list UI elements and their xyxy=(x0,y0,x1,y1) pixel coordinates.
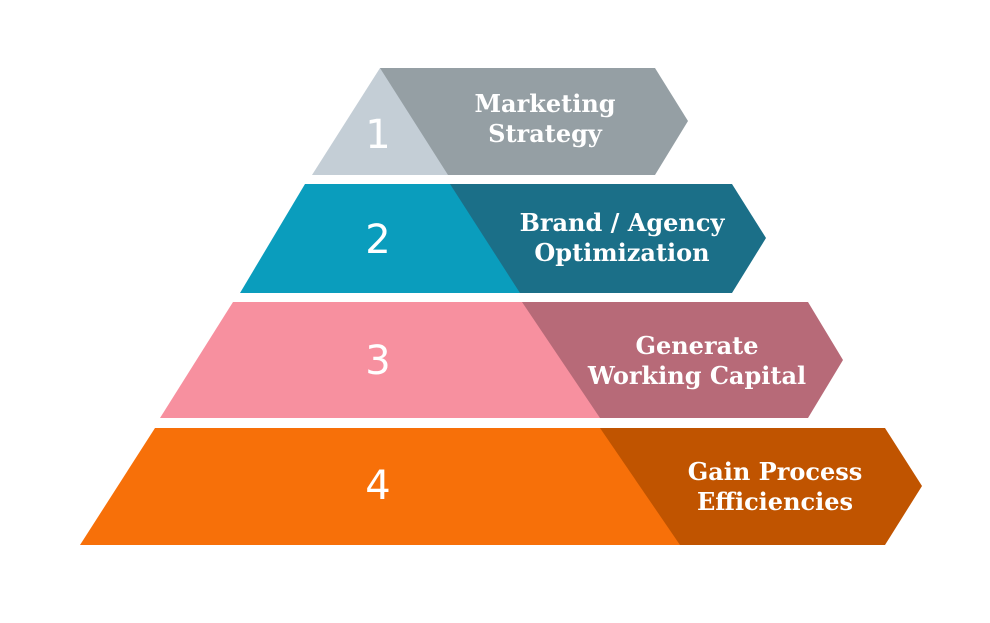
pyramid-level-4: 4 Gain Process Efficiencies xyxy=(80,428,922,545)
level-2-number: 2 xyxy=(365,217,390,263)
level-4-number: 4 xyxy=(365,463,390,509)
level-1-number: 1 xyxy=(365,112,390,158)
level-3-number: 3 xyxy=(365,338,390,384)
level-4-label-line-1: Gain Process xyxy=(688,457,863,486)
level-4-left-segment xyxy=(80,428,680,545)
level-2-right-arrow xyxy=(450,184,766,293)
pyramid-level-2: 2 Brand / Agency Optimization xyxy=(240,184,766,293)
level-3-label-line-1: Generate xyxy=(635,331,758,360)
level-3-label-line-2: Working Capital xyxy=(587,361,806,390)
level-4-label-line-2: Efficiencies xyxy=(697,487,853,516)
pyramid-level-1: 1 Marketing Strategy xyxy=(312,68,688,175)
pyramid-level-3: 3 Generate Working Capital xyxy=(160,302,843,418)
level-3-right-arrow xyxy=(522,302,843,418)
level-1-label-line-2: Strategy xyxy=(488,119,603,148)
level-2-left-segment xyxy=(240,184,520,293)
level-3-left-segment xyxy=(160,302,600,418)
level-4-right-arrow xyxy=(600,428,922,545)
level-1-label-line-1: Marketing xyxy=(474,89,615,118)
level-2-label-line-2: Optimization xyxy=(534,238,709,267)
level-2-label-line-1: Brand / Agency xyxy=(520,208,726,237)
level-1-right-arrow xyxy=(380,68,688,175)
